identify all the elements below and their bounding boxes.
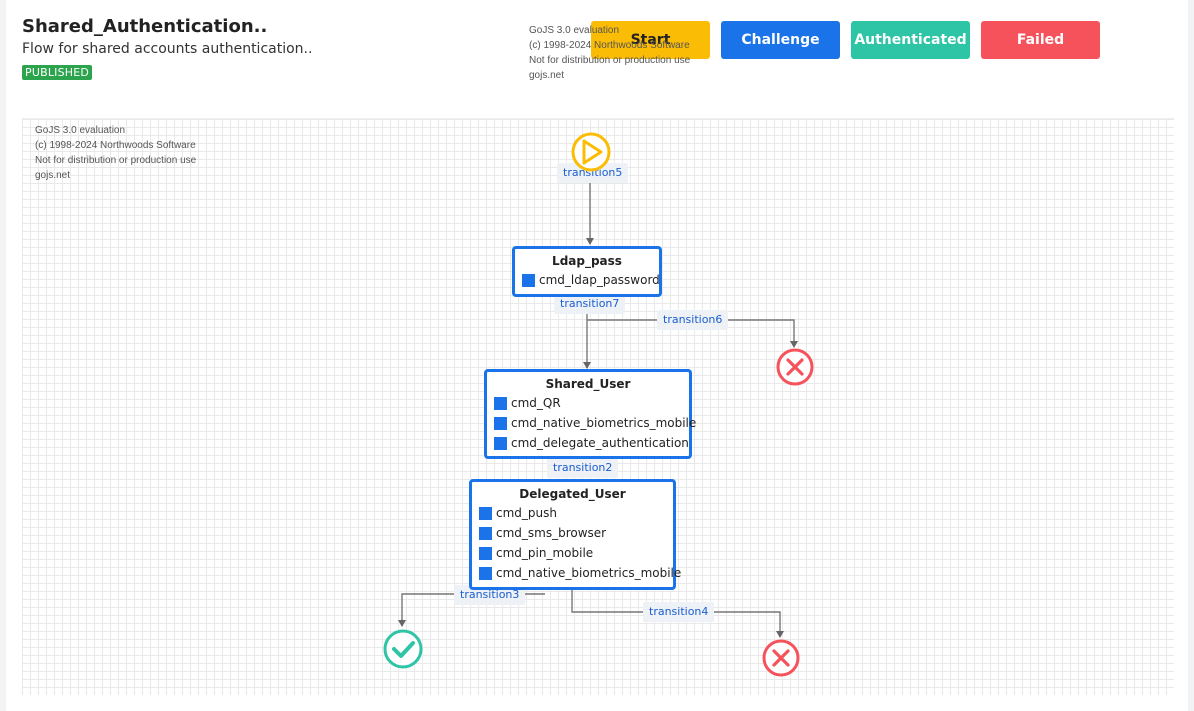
transition-label[interactable]: transition2	[547, 458, 619, 478]
watermark-line: Not for distribution or production use	[529, 55, 691, 66]
legend-start: Start	[591, 21, 710, 59]
command-square-icon	[479, 506, 492, 520]
command-square-icon	[479, 526, 492, 540]
transition-label[interactable]: transition3	[454, 585, 526, 605]
command-square-icon	[479, 566, 492, 580]
command-label: cmd_QR	[511, 396, 561, 410]
command-label: cmd_ldap_password	[539, 273, 660, 287]
watermark-line: (c) 1998-2024 Northwoods Software	[529, 40, 690, 51]
command-item[interactable]: cmd_push	[472, 503, 673, 523]
transition-label[interactable]: transition5	[557, 163, 629, 183]
node-title: Delegated_User	[519, 487, 626, 501]
watermark-line: GoJS 3.0 evaluation	[529, 25, 620, 36]
flow-title: Shared_Authentication..	[22, 16, 268, 37]
watermark-legend: GoJS 3.0 evaluation (c) 1998-2024 Northw…	[529, 23, 690, 83]
legend-failed: Failed	[981, 21, 1100, 59]
command-item[interactable]: cmd_QR	[487, 393, 689, 413]
node-title: Shared_User	[545, 377, 631, 391]
flow-subtitle: Flow for shared accounts authentication.…	[22, 41, 313, 57]
watermark-line: Not for distribution or production use	[35, 155, 197, 166]
state-node-shared-user[interactable]: Shared_User cmd_QR cmd_native_biometrics…	[484, 369, 696, 459]
transition-label[interactable]: transition4	[643, 602, 715, 622]
x-circle-icon[interactable]	[761, 638, 801, 678]
command-item[interactable]: cmd_delegate_authentication	[487, 433, 689, 453]
command-item[interactable]: cmd_native_biometrics_mobile	[472, 563, 681, 583]
watermark-canvas: GoJS 3.0 evaluation (c) 1998-2024 Northw…	[35, 123, 196, 183]
command-label: cmd_push	[496, 506, 557, 520]
status-badge: PUBLISHED	[22, 65, 93, 80]
watermark-line: gojs.net	[35, 170, 71, 181]
command-item[interactable]: cmd_pin_mobile	[472, 543, 673, 563]
command-label: cmd_native_biometrics_mobile	[511, 416, 697, 430]
command-item[interactable]: cmd_ldap_password	[515, 270, 660, 290]
command-square-icon	[494, 416, 507, 430]
x-circle-icon[interactable]	[775, 347, 815, 387]
command-square-icon	[522, 273, 535, 287]
command-square-icon	[494, 436, 507, 450]
command-square-icon	[479, 546, 492, 560]
play-circle-icon[interactable]	[570, 131, 612, 173]
state-node-delegated-user[interactable]: Delegated_User cmd_push cmd_sms_browser …	[469, 479, 681, 590]
watermark-line: gojs.net	[529, 70, 565, 81]
command-label: cmd_native_biometrics_mobile	[496, 566, 682, 580]
legend-start-label: Start	[630, 32, 671, 48]
watermark-line: GoJS 3.0 evaluation	[35, 125, 126, 136]
legend-authenticated-label: Authenticated	[854, 32, 967, 48]
legend-authenticated: Authenticated	[851, 21, 970, 59]
transition-label[interactable]: transition7	[554, 294, 626, 314]
transition-label[interactable]: transition6	[657, 310, 729, 330]
command-item[interactable]: cmd_sms_browser	[472, 523, 673, 543]
check-circle-icon[interactable]	[382, 628, 424, 670]
legend-challenge: Challenge	[721, 21, 840, 59]
watermark-line: (c) 1998-2024 Northwoods Software	[35, 140, 196, 151]
legend-failed-label: Failed	[1016, 32, 1065, 48]
node-title: Ldap_pass	[552, 254, 622, 268]
legend-challenge-label: Challenge	[741, 32, 820, 48]
command-square-icon	[494, 396, 507, 410]
command-label: cmd_delegate_authentication	[511, 436, 689, 450]
state-node-ldap-pass[interactable]: Ldap_pass cmd_ldap_password	[512, 246, 662, 297]
command-label: cmd_pin_mobile	[496, 546, 594, 560]
command-label: cmd_sms_browser	[496, 526, 607, 540]
command-item[interactable]: cmd_native_biometrics_mobile	[487, 413, 696, 433]
